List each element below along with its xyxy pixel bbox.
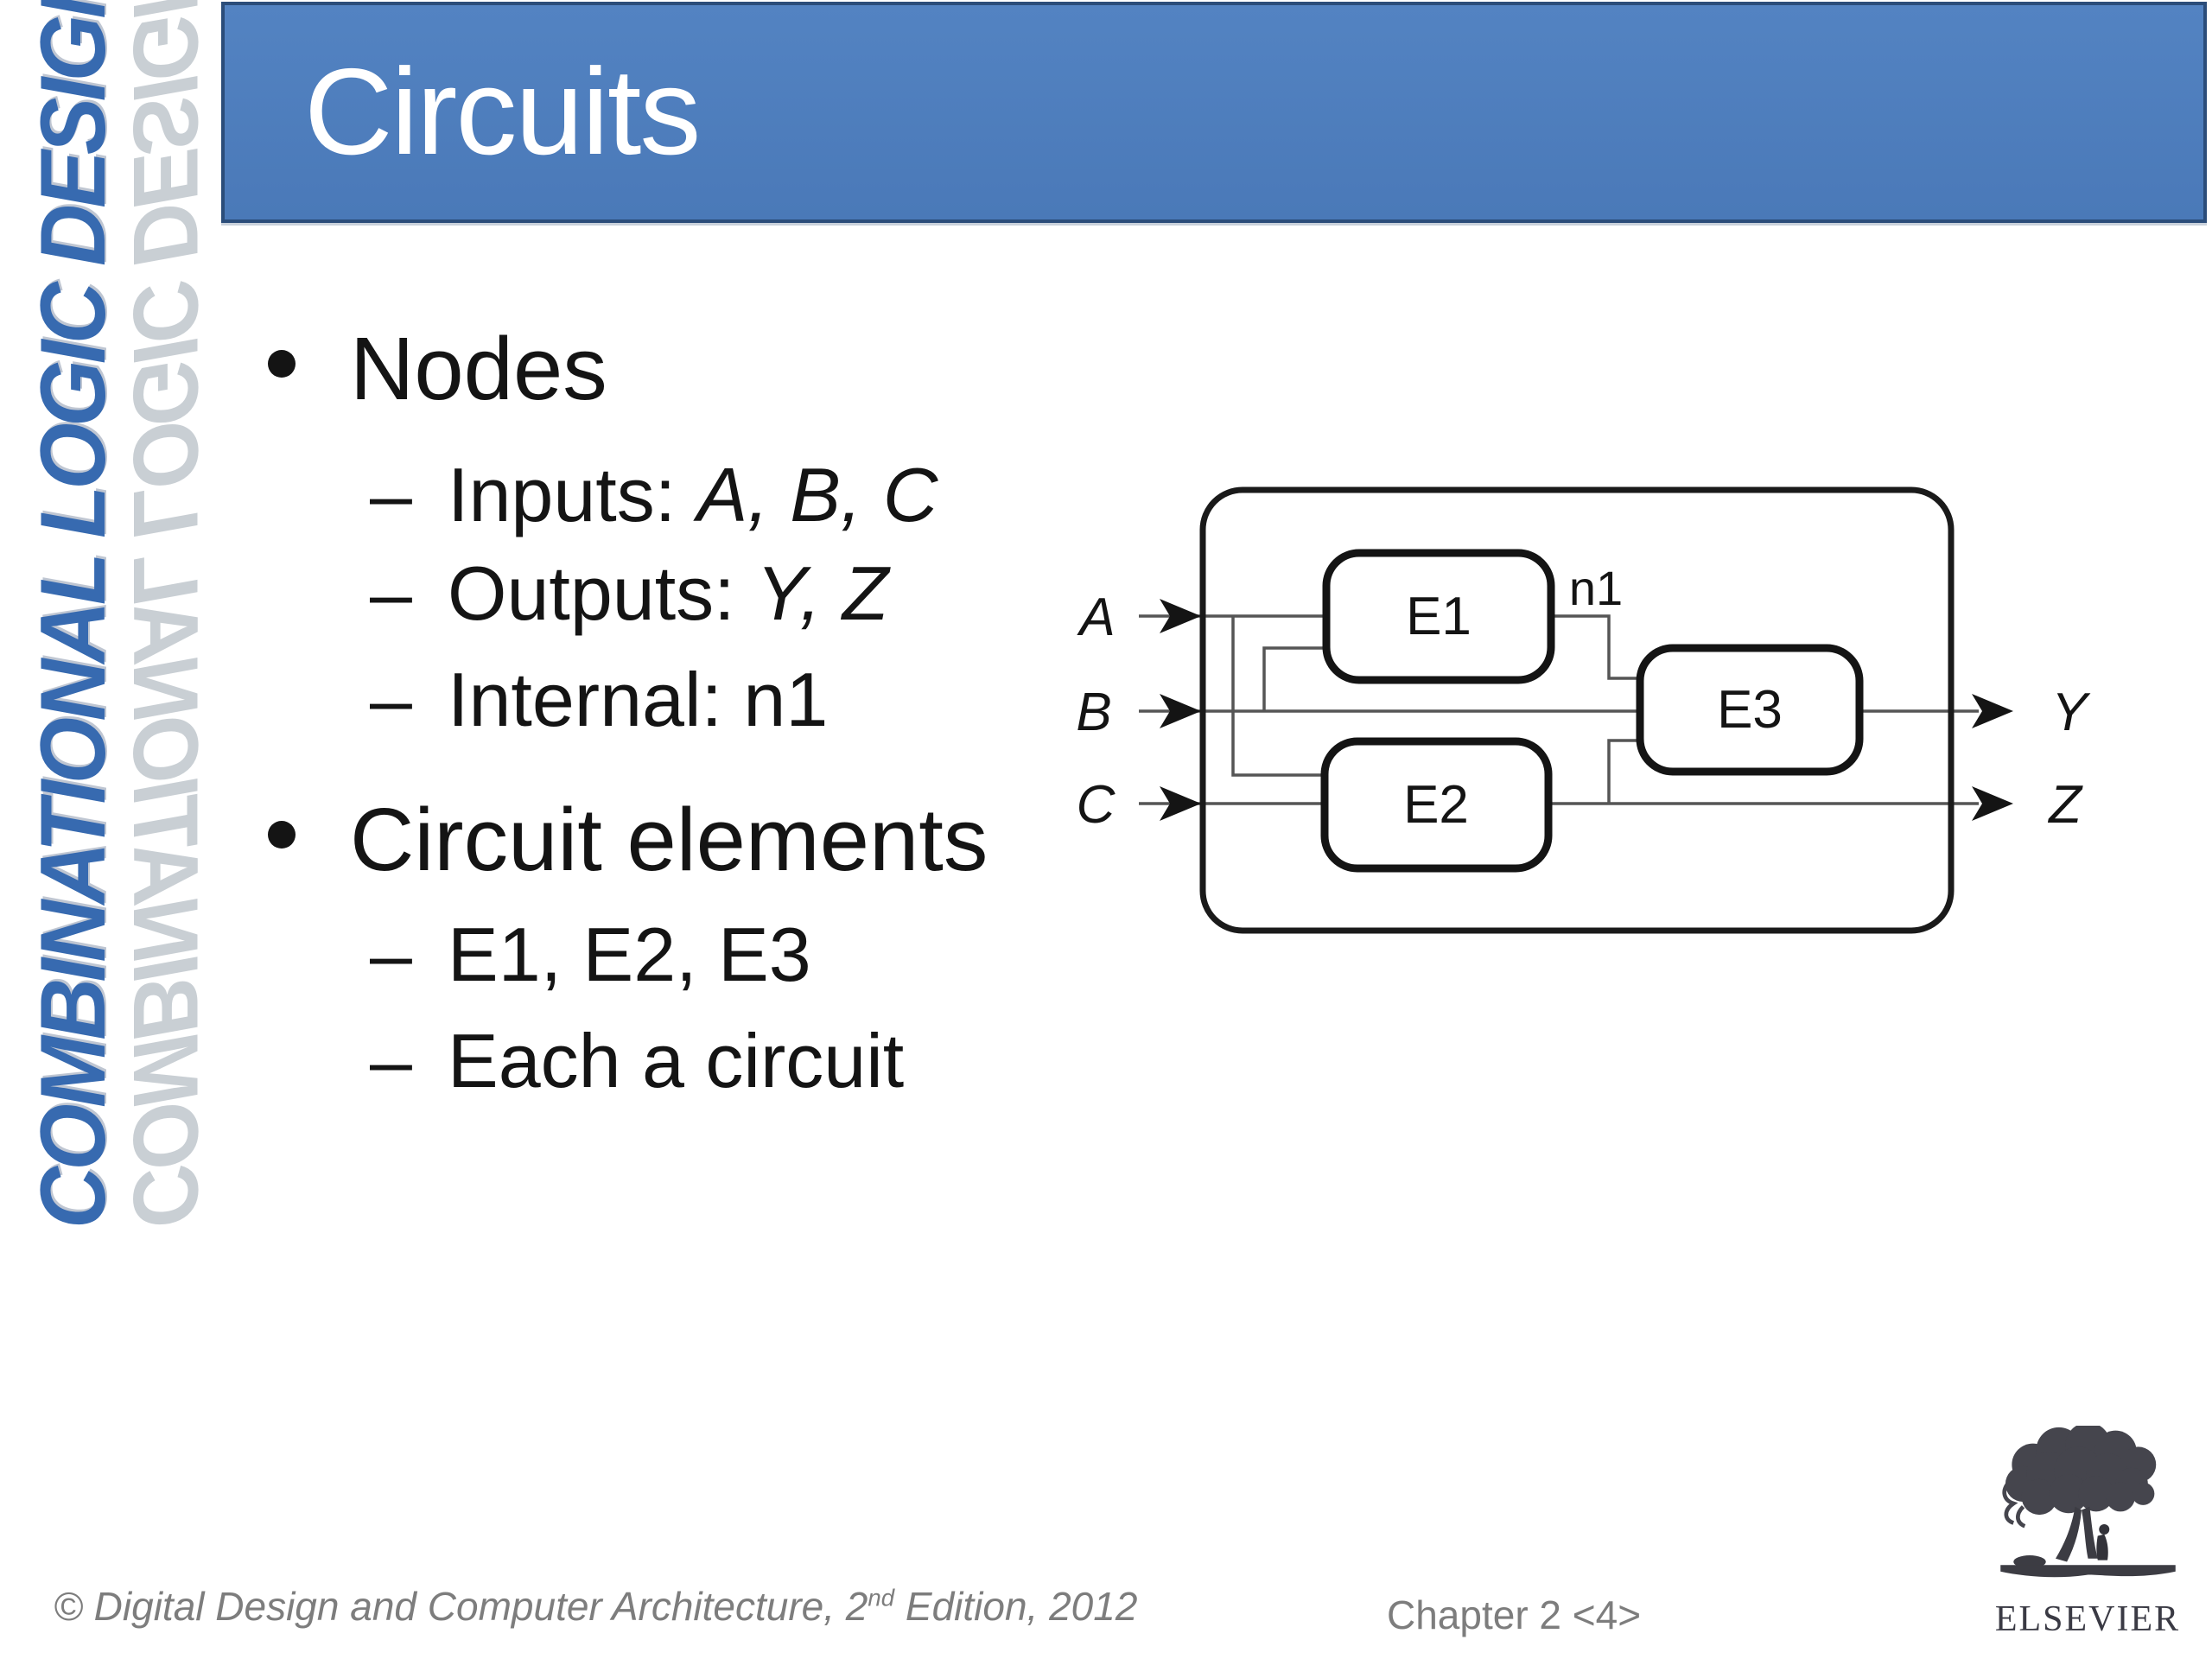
arrowhead-input-a bbox=[1160, 599, 1201, 633]
tree-trunk bbox=[2055, 1506, 2098, 1562]
sub-bullet-e1e2e3: –E1, E2, E3 bbox=[370, 912, 811, 997]
elsevier-tree-icon bbox=[1999, 1422, 2176, 1578]
sub-bullet-inputs: –Inputs: A, B, C bbox=[370, 452, 938, 537]
sub-bullet-italic: Y, Z bbox=[756, 550, 889, 636]
sub-bullet-text: E1, E2, E3 bbox=[448, 912, 811, 997]
dash-marker: – bbox=[370, 912, 412, 997]
circuit-diagram: A B C Y Z E1 E2 E3 n1 bbox=[1063, 467, 2117, 976]
footer-copyright: © Digital Design and Computer Architectu… bbox=[54, 1583, 1137, 1630]
sidebar-vertical-text-reflection: COMBINATIONAL LOGIC DESIGN bbox=[114, 0, 218, 1230]
page-title: Circuits bbox=[304, 43, 701, 181]
bullet-item-nodes: Nodes bbox=[350, 319, 607, 418]
sub-bullet-text: Outputs: bbox=[448, 550, 757, 636]
dash-marker: – bbox=[370, 657, 412, 742]
sub-bullet-italic: A, B, C bbox=[696, 452, 938, 537]
sidebar-vertical-text: COMBINATIONAL LOGIC DESIGN bbox=[21, 0, 124, 1230]
sub-bullet-text: Each a circuit bbox=[448, 1018, 905, 1103]
tree-ground bbox=[1999, 1555, 2176, 1578]
wire-e2-to-e3 bbox=[1607, 739, 1640, 804]
label-input-b: B bbox=[1076, 683, 1111, 742]
dash-marker: – bbox=[370, 452, 412, 537]
elsevier-logo: ELSEVIER bbox=[1987, 1422, 2188, 1640]
arrowhead-input-c bbox=[1160, 786, 1201, 821]
dash-marker: – bbox=[370, 550, 412, 636]
label-output-y: Y bbox=[2051, 683, 2091, 742]
header-bar: Circuits bbox=[221, 2, 2207, 223]
tree-vines bbox=[2001, 1479, 2025, 1529]
footer-copyright-sup: nd bbox=[868, 1584, 895, 1611]
sub-bullet-each-a-circuit: –Each a circuit bbox=[370, 1018, 905, 1103]
tree-foliage bbox=[2005, 1422, 2156, 1516]
sub-bullet-internal: –Internal: n1 bbox=[370, 658, 828, 742]
wire-b-to-e1 bbox=[1262, 646, 1326, 711]
wire-a-to-e2 bbox=[1231, 616, 1325, 777]
label-input-a: A bbox=[1076, 588, 1115, 647]
element-box-e1 bbox=[1322, 549, 1555, 684]
sub-bullet-outputs: –Outputs: Y, Z bbox=[370, 550, 889, 636]
arrowhead-output-y bbox=[1972, 694, 2013, 728]
arrowheads bbox=[1160, 599, 2013, 821]
tree-figure bbox=[2095, 1524, 2109, 1560]
footer-copyright-text: © Digital Design and Computer Architectu… bbox=[54, 1584, 868, 1629]
label-element-e3: E3 bbox=[1717, 680, 1783, 740]
label-element-e1: E1 bbox=[1406, 587, 1471, 646]
bullet-dot bbox=[268, 821, 296, 849]
dash-marker: – bbox=[370, 1018, 412, 1103]
elsevier-wordmark: ELSEVIER bbox=[1994, 1599, 2181, 1639]
bullet-dot bbox=[268, 350, 296, 378]
footer-copyright-text2: Edition, 2012 bbox=[894, 1584, 1138, 1629]
bullet-item-circuit-elements: Circuit elements bbox=[350, 790, 988, 889]
wire-n1-e1-to-e3 bbox=[1551, 614, 1640, 680]
arrowhead-input-b bbox=[1160, 694, 1201, 728]
sub-bullet-text: Internal: n1 bbox=[448, 657, 829, 742]
footer-chapter: Chapter 2 <4> bbox=[1387, 1592, 1642, 1637]
element-box-e2 bbox=[1320, 737, 1553, 873]
element-box-e3 bbox=[1636, 644, 1864, 776]
label-element-e2: E2 bbox=[1403, 775, 1469, 835]
arrowhead-output-z bbox=[1972, 786, 2013, 821]
sub-bullet-text: Inputs: bbox=[448, 452, 697, 537]
outer-circuit-box bbox=[1199, 486, 1955, 934]
circuit-diagram-svg: A B C Y Z E1 E2 E3 n1 bbox=[1076, 486, 2091, 934]
label-output-z: Z bbox=[2047, 775, 2083, 835]
label-input-c: C bbox=[1077, 775, 1116, 835]
wires bbox=[1139, 614, 1979, 805]
label-internal-node-n1: n1 bbox=[1569, 561, 1623, 615]
